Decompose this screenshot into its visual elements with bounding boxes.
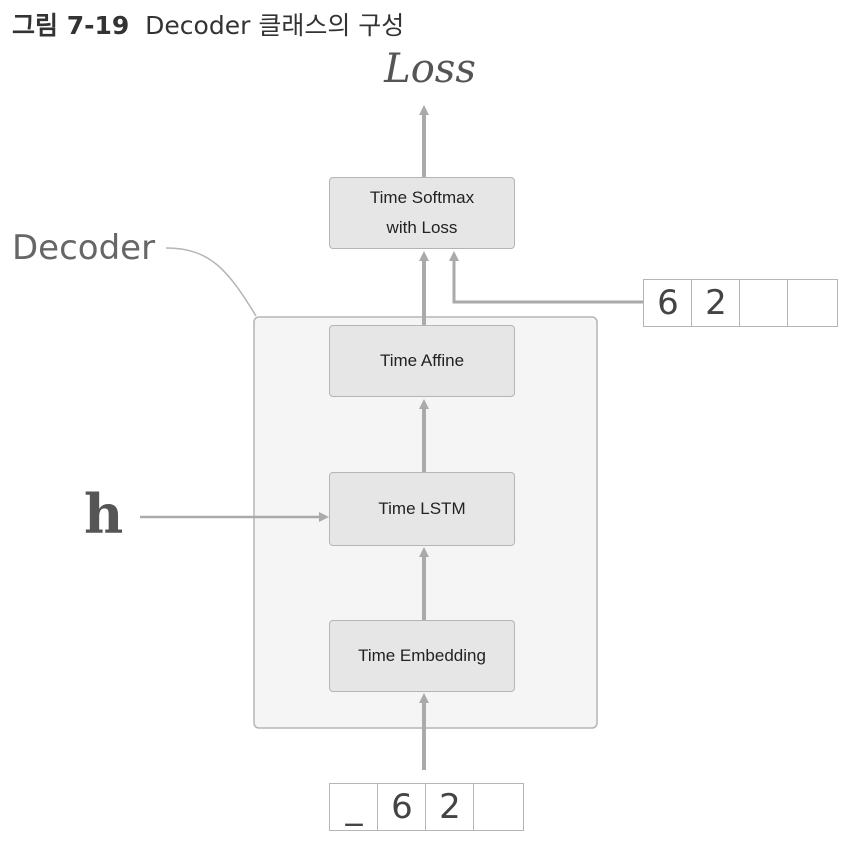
target-cell: 6	[643, 279, 693, 327]
affine-label: Time Affine	[379, 351, 465, 370]
time-lstm-layer: Time LSTM	[329, 472, 515, 546]
target-cell	[739, 279, 789, 327]
input-cell: 2	[425, 783, 475, 831]
input-cell	[473, 783, 524, 831]
decoder-leader-line	[165, 247, 257, 317]
lstm-label: Time LSTM	[378, 499, 466, 518]
time-affine-layer: Time Affine	[329, 325, 515, 397]
target-cell: 2	[691, 279, 741, 327]
loss-label: Loss	[384, 46, 476, 92]
figure-caption: 그림 7-19 Decoder 클래스의 구성	[12, 6, 404, 42]
time-embedding-layer: Time Embedding	[329, 620, 515, 692]
hidden-state-h-label: h	[84, 482, 124, 546]
figure-number: 그림 7-19	[12, 11, 130, 40]
embedding-label: Time Embedding	[358, 646, 486, 665]
target-cell	[787, 279, 838, 327]
input-cell: _	[329, 783, 379, 831]
decoder-label: Decoder	[12, 228, 156, 268]
time-softmax-with-loss-layer: Time Softmax with Loss	[329, 177, 515, 249]
figure-title: Decoder 클래스의 구성	[145, 11, 405, 40]
arrow-target-to-softmax	[449, 251, 643, 304]
softmax-label-line2: with Loss	[386, 218, 458, 237]
softmax-label-line1: Time Softmax	[369, 188, 475, 207]
input-cell: 6	[377, 783, 427, 831]
